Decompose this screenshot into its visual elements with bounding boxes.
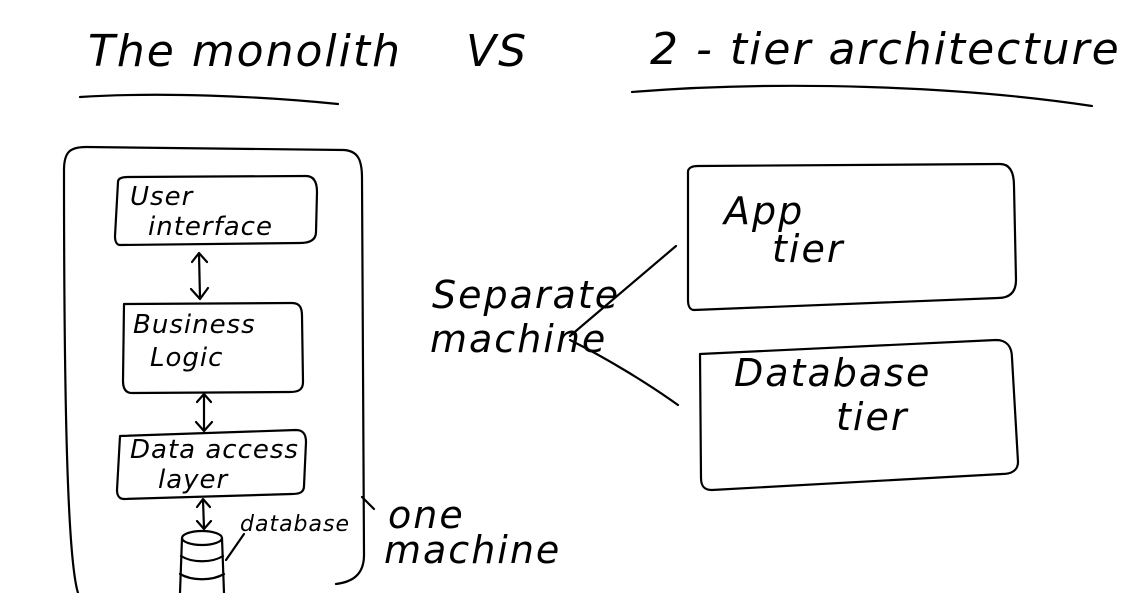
database-label: database [240,512,350,537]
separate-machine-label-1: Separate [432,273,620,317]
layer-box-user-interface [113,174,319,247]
separate-machine-label-2: machine [430,317,607,361]
one-machine-pointer [360,495,376,511]
title-monolith: The monolith [88,26,402,77]
layer-box-data-access-layer [115,428,308,501]
monolith-machine-box [62,145,366,593]
layer-label-data-access-2: layer [158,465,230,495]
layer-label-business-logic-1: Business [133,310,256,340]
connector-to-database-tier [568,338,680,407]
title-two-tier-underline [630,84,1094,108]
one-machine-label-1: one [388,493,465,537]
tier-label-database-1: Database [734,351,931,395]
tier-label-app-2: tier [772,227,845,271]
tier-box-app [686,162,1018,312]
one-machine-label-2: machine [384,528,561,572]
database-cylinder-icon [178,529,226,593]
title-vs: VS [466,26,528,77]
tier-box-database [698,338,1020,492]
layer-label-data-access-1: Data access [130,435,299,465]
title-monolith-underline [78,93,340,106]
double-arrow-2 [194,392,214,433]
layer-label-user-interface-1: User [130,182,195,212]
layer-label-user-interface-2: interface [148,212,273,242]
database-pointer-line [224,532,246,562]
connector-to-app-tier [568,244,678,338]
tier-label-app-1: App [721,189,804,233]
double-arrow-1 [189,251,210,301]
tier-label-database-2: tier [836,395,909,439]
layer-label-business-logic-2: Logic [150,343,223,373]
double-arrow-3 [195,497,213,531]
layer-box-business-logic [121,301,305,395]
title-two-tier: 2 - tier architecture [650,24,1121,75]
